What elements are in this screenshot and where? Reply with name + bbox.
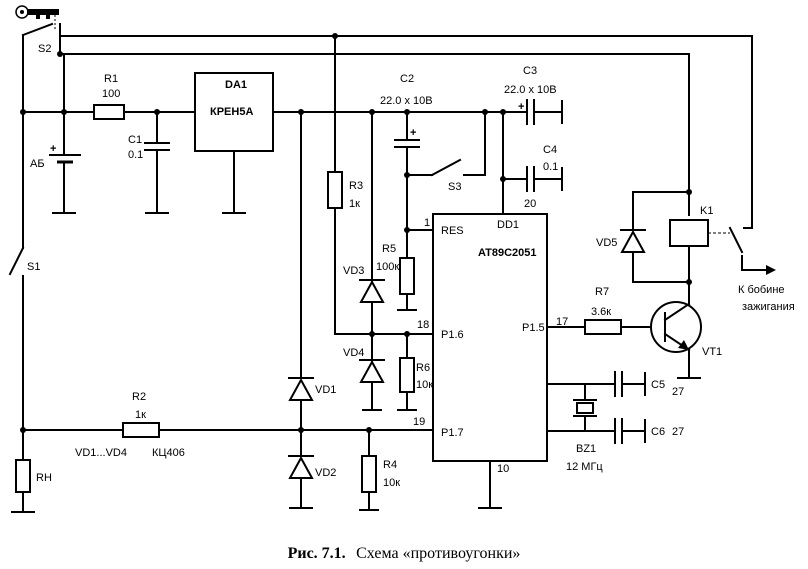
resistor-r7 [584,319,622,335]
label-vd-range: VD1...VD4 [75,447,127,459]
diode-vd3 [359,279,385,303]
label-kc406: КЦ406 [152,447,185,459]
label-vd1: VD1 [315,384,336,396]
resistor-r4 [361,455,377,493]
arrow-icon [741,265,776,275]
label-r4-value: 10к [383,477,400,489]
label-c1: C1 [128,134,142,146]
diode-vd1 [288,377,314,401]
label-r2-value: 1к [135,409,146,421]
caption-number: Рис. 7.1. [288,545,346,562]
label-r2: R2 [132,391,146,403]
resistor-rh [15,459,31,493]
microcontroller-dd1 [432,213,548,462]
pin-17: 17 [556,316,568,328]
label-r3-value: 1к [349,198,360,210]
battery-ab [49,154,81,214]
resistor-r6 [399,357,415,393]
label-k1: K1 [700,205,713,217]
label-c4: C4 [543,144,557,156]
label-coil-line1: К бобине [738,284,785,296]
label-c2: C2 [400,73,414,85]
label-vd3: VD3 [343,265,364,277]
pin-p16: P1.6 [441,329,464,341]
pin-p17: P1.7 [441,427,464,439]
label-c5-value: 27 [672,386,684,398]
label-da1-part: КРЕН5А [210,106,253,118]
relay-coil-k1 [669,219,709,247]
label-c3-plus: + [518,101,524,113]
label-da1: DA1 [225,79,247,91]
label-c1-value: 0.1 [128,149,143,161]
resistor-r1 [93,104,125,120]
resistor-r2 [122,422,160,438]
label-r7-value: 3.6к [591,306,611,318]
label-r6-value: 10к [416,379,433,391]
diode-vd4 [359,359,385,383]
pin-10: 10 [497,463,509,475]
caption-text: Схема «противоугонки» [356,545,520,562]
label-coil-line2: зажигания [742,301,795,313]
label-vd5: VD5 [596,237,617,249]
label-vd2: VD2 [315,467,336,479]
label-c3: C3 [523,65,537,77]
label-r1-value: 100 [102,88,120,100]
diode-vd2 [288,455,314,479]
label-ab: АБ [30,158,45,170]
label-c2-plus: + [410,127,416,139]
label-c5: C5 [651,379,665,391]
label-r7: R7 [595,286,609,298]
key-icon [15,5,59,19]
capacitor-c6 [614,418,646,444]
label-c3-value: 22.0 x 10В [504,84,557,96]
label-r5-value: 100к [376,261,399,273]
label-bz1: BZ1 [576,443,596,455]
label-dd1-part: AT89C2051 [478,247,537,259]
diode-vd5 [620,229,646,253]
label-rh: RH [36,472,52,484]
label-s1: S1 [27,261,40,273]
transistor-vt1 [650,301,702,353]
pin-20: 20 [524,198,536,210]
pin-1: 1 [424,217,430,229]
label-vt1: VT1 [702,346,722,358]
label-r1: R1 [104,73,118,85]
label-c6-value: 27 [672,426,684,438]
label-s2: S2 [38,43,51,55]
pin-18: 18 [417,319,429,331]
label-ab-plus: + [50,143,56,155]
junction-dots [20,33,692,433]
label-r5: R5 [382,243,396,255]
label-c6: C6 [651,426,665,438]
regulator-da1 [194,72,274,152]
capacitor-c2 [394,111,420,259]
capacitor-c5 [614,371,646,397]
label-c4-value: 0.1 [543,161,558,173]
label-dd1: DD1 [497,219,519,231]
relay-contact-k1 [728,226,753,271]
crystal-bz1 [573,399,597,417]
figure-caption: Рис. 7.1. Схема «противоугонки» [288,545,521,562]
switch-s3 [406,111,486,177]
capacitor-c4 [502,166,563,192]
resistor-r3 [327,171,343,209]
pin-p15: P1.5 [522,322,545,334]
capacitor-c1 [144,111,170,214]
label-vd4: VD4 [343,347,364,359]
pin-19: 19 [413,416,425,428]
label-s3: S3 [448,181,461,193]
label-bz1-value: 12 МГц [566,461,603,473]
capacitor-c3 [526,99,563,125]
label-c2-value: 22.0 x 10В [380,95,433,107]
pin-res: RES [441,225,464,237]
label-r6: R6 [416,362,430,374]
resistor-r5 [399,257,415,295]
label-r3: R3 [349,180,363,192]
label-r4: R4 [383,459,397,471]
